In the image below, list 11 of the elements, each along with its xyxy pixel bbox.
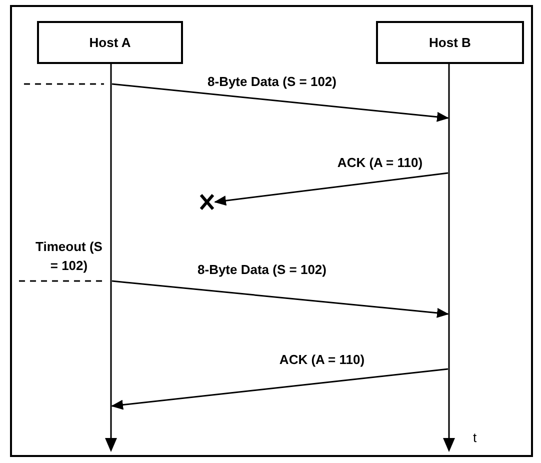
message-arrow (214, 172, 448, 206)
host-box: Host A (37, 21, 183, 64)
lifeline-arrow (105, 64, 117, 452)
host-box: Host B (376, 21, 524, 64)
time-axis-label: t (473, 429, 478, 447)
lost-packet-cross-icon (199, 193, 215, 211)
timeout-label: Timeout (S = 102) (34, 238, 104, 275)
lifeline-arrow (443, 64, 455, 452)
message-arrow (111, 368, 448, 410)
message-arrow (112, 280, 449, 318)
message-arrow (112, 83, 449, 122)
